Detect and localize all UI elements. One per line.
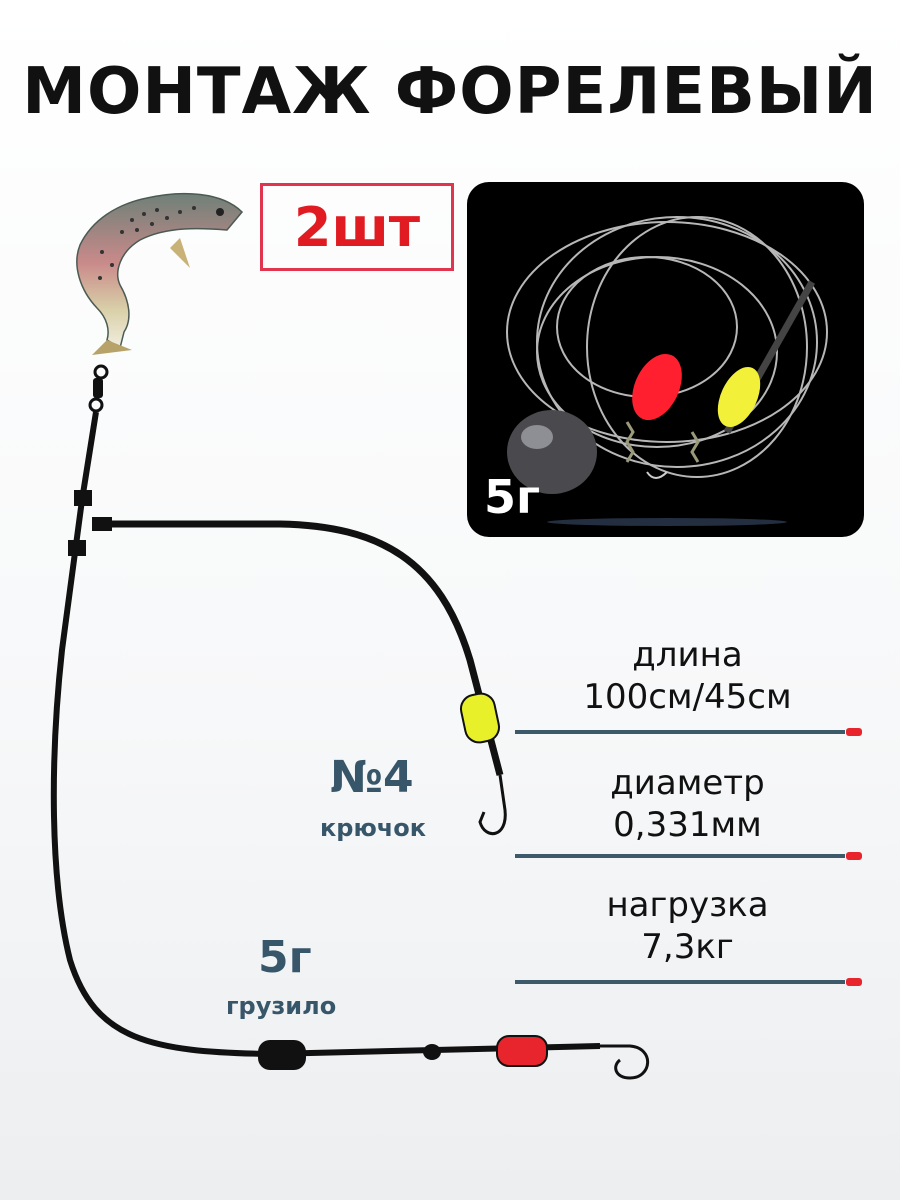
photo-weight-label: 5г [484,470,541,524]
sinker-weight: 5г [258,932,312,983]
swivel-icon [88,364,109,413]
hook-icon [478,774,507,836]
spec-length-value: 100см/45см [583,677,792,717]
spec-load-value: 7,3кг [641,927,734,967]
spec-load: нагрузка 7,3кг [515,884,860,968]
page-title: МОНТАЖ ФОРЕЛЕВЫЙ [22,55,878,129]
product-photo [467,182,864,537]
hook-size: №4 [330,752,414,803]
hook-label: крючок [320,814,427,842]
trout-icon [76,192,244,355]
spec-divider-tip [846,978,862,986]
spec-diameter: диаметр 0,331мм [515,762,860,846]
float-icon [459,692,501,744]
spec-length: длина 100см/45см [515,634,860,718]
sinker-label: грузило [226,992,337,1020]
quantity-badge: 2шт [260,183,454,271]
spec-diameter-value: 0,331мм [613,805,762,845]
quantity-text: 2шт [293,195,421,259]
spec-load-label: нагрузка [606,885,769,925]
spec-length-label: длина [632,635,743,675]
spec-diameter-label: диаметр [610,763,765,803]
spec-divider-tip [846,728,862,736]
spec-divider [515,980,845,984]
sinker-icon [258,1040,306,1070]
spec-divider [515,730,845,734]
spec-divider-tip [846,852,862,860]
spec-divider [515,854,845,858]
